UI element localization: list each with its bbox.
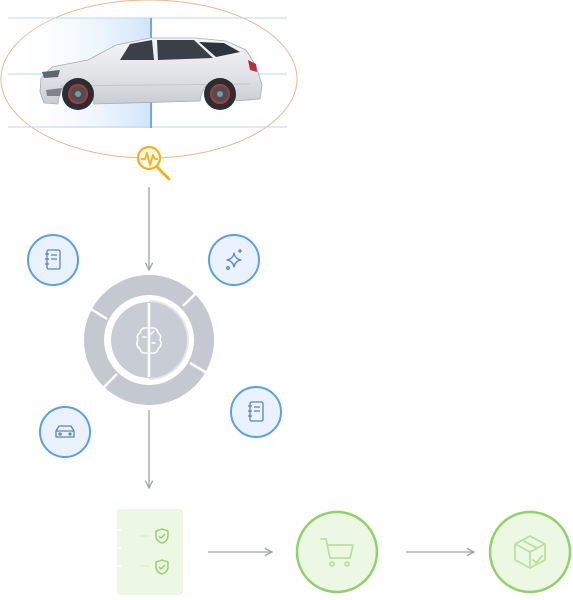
front-wheel [62,78,94,110]
sparkle-icon [226,249,242,270]
search-waveform-icon [136,145,171,181]
satellite-node-notebook-bottom-right[interactable] [230,386,282,438]
notebook-icon [248,401,264,422]
hatchback-car [39,37,263,110]
shield-icon [155,528,169,544]
central-hub[interactable] [84,275,214,405]
brain-icon [136,327,162,354]
pipeline-node-package[interactable] [488,510,572,594]
notebook-icon [45,249,61,270]
package-check-icon [514,535,546,569]
car-icon [55,425,75,438]
vehicle-scan-section [0,0,298,181]
rear-wheel [204,78,236,110]
satellite-node-car-bottom-left[interactable] [39,406,91,458]
pipeline-node-cart[interactable] [295,510,379,594]
shopping-cart-icon [320,538,354,567]
pipeline-node-secure-document[interactable] [117,509,183,595]
shield-icon [155,559,169,575]
satellite-node-sparkle-top-right[interactable] [208,234,260,286]
satellite-node-notebook-top-left[interactable] [27,234,79,286]
